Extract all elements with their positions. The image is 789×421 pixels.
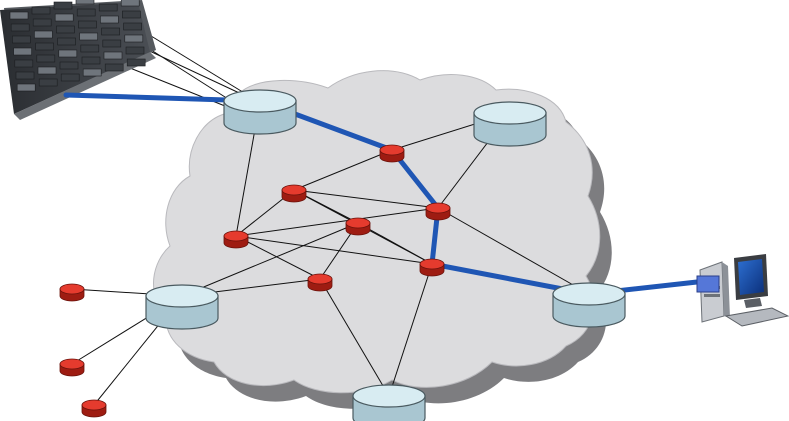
network-link [388,263,433,397]
server-slot [34,30,53,39]
router-cylinder-icon [145,284,219,330]
small-router-icon [307,273,333,292]
server-slot [14,59,34,68]
server-slot [60,73,80,82]
server-slot [37,66,57,75]
server-slot [81,56,101,65]
server-slot [56,25,75,34]
small-router-icon [81,399,107,418]
server-slot [38,78,58,87]
server-slot [54,13,74,22]
server-slot [124,34,144,43]
router-cylinder-icon [352,384,426,421]
network-link [293,149,393,191]
network-link [235,235,321,280]
small-router-icon [223,230,249,249]
server-slot [15,71,35,80]
network-link [437,207,590,295]
server-slot [122,10,141,19]
server-rack-icon [0,0,156,120]
server-slot [32,18,52,27]
server-slot [103,51,123,60]
network-link [235,235,433,265]
server-slot [120,0,140,7]
router-cylinder-icon [552,282,626,328]
small-router-icon [419,258,445,277]
server-slot [31,6,51,15]
server-slot [79,32,98,41]
small-router-icon [345,217,371,236]
server-slot [98,3,118,12]
network-cloud [153,70,601,394]
network-link [319,278,390,397]
server-slot [57,37,76,46]
server-slot [10,23,30,32]
network-link [235,207,439,237]
server-slot [102,39,122,48]
server-slot [82,68,102,77]
server-slot [76,8,96,17]
server-slot [12,35,31,44]
small-router-icon [281,184,307,203]
server-slot [13,47,32,56]
server-cable [137,27,247,95]
server-slot [58,49,78,58]
server-slot [35,42,54,51]
routers-layer [145,89,626,421]
server-slot [16,83,36,92]
server-slot [125,46,145,55]
network-link [293,189,439,209]
server-slot [59,61,79,70]
server-slot [75,0,95,5]
small-router-icon [425,202,451,221]
small-router-icon [59,283,85,302]
small-router-icon [379,144,405,163]
router-cylinder-icon [473,101,547,147]
server-slot [104,63,124,72]
desktop-computer-icon [696,254,789,327]
server-slot [53,1,73,10]
router-cylinder-icon [223,89,297,135]
server-slot [36,54,56,63]
small-routers-layer [59,144,451,418]
server-slot [9,11,29,20]
server-slot [101,27,120,36]
server-slot [80,44,100,53]
server-slot [100,15,119,24]
server-slot [123,22,142,31]
network-link [181,222,359,297]
server-slot [126,58,146,67]
small-router-icon [59,358,85,377]
server-slot [78,20,97,29]
